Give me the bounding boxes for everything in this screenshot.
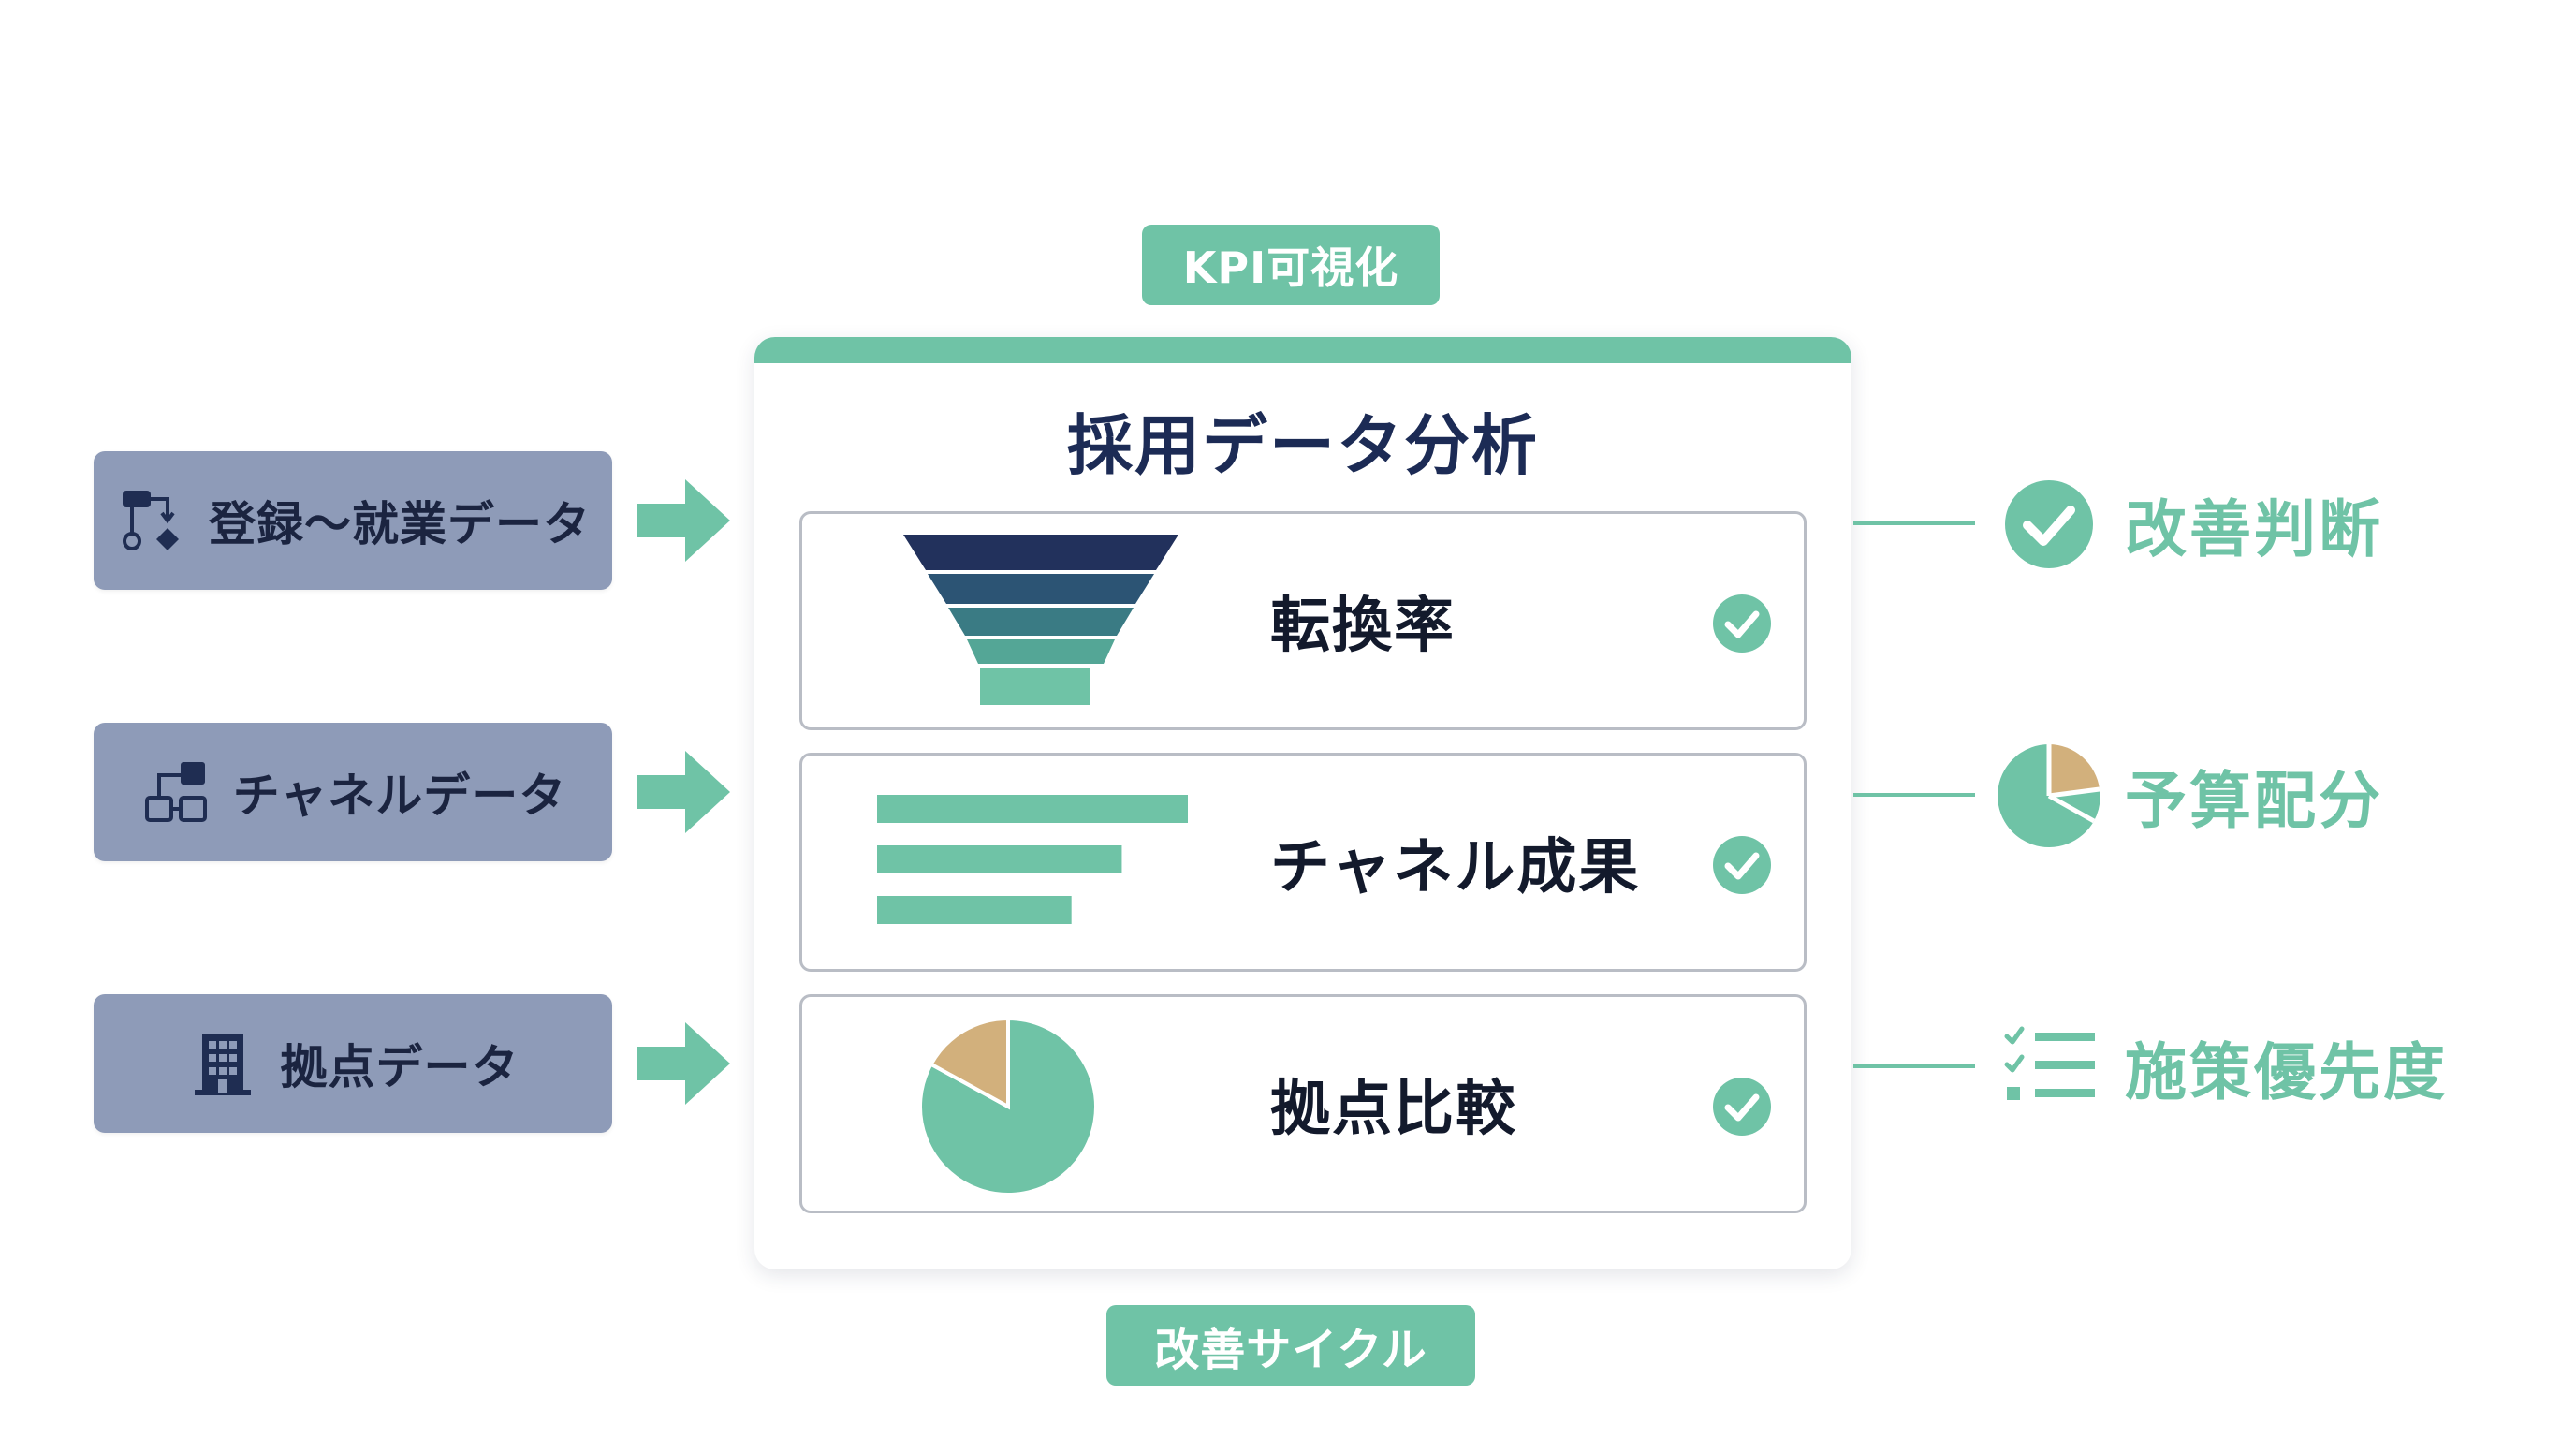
- funnel-layer: [980, 668, 1090, 705]
- source-label: チャネルデータ: [232, 769, 567, 823]
- arrow-right-icon: [637, 751, 730, 833]
- check-circle-icon: [1713, 836, 1771, 894]
- kpi-visualization-tag: KPI可視化: [1142, 225, 1440, 305]
- bar: [877, 845, 1122, 873]
- check-circle-icon: [1713, 594, 1771, 653]
- checklist-icon: [2004, 1026, 2095, 1100]
- funnel-layer: [948, 608, 1134, 636]
- connector-line: [1853, 793, 1975, 797]
- output-label: 施策優先度: [2125, 1036, 2448, 1108]
- arrow-right-icon: [637, 479, 730, 562]
- arrow-right-icon: [637, 1022, 730, 1105]
- improvement-cycle-tag: 改善サイクル: [1106, 1305, 1475, 1386]
- workflow-icon: [123, 491, 179, 550]
- card-location-comparison: 拠点比較: [799, 994, 1807, 1213]
- pie-slice: [928, 1016, 1010, 1110]
- card-title: チャネル成果: [1270, 833, 1641, 902]
- check-circle-icon: [2005, 480, 2093, 568]
- pie-chart: [918, 1016, 1098, 1196]
- funnel-layer: [903, 535, 1178, 570]
- panel-title: 採用データ分析: [1067, 407, 1539, 484]
- output-label: 改善判断: [2125, 493, 2383, 565]
- source-label: 拠点データ: [280, 1040, 520, 1094]
- connector-line: [1853, 521, 1975, 525]
- bar-chart: [877, 795, 1188, 924]
- analysis-panel: 採用データ分析 転換率 チャネル成果 拠点比較: [754, 337, 1852, 1269]
- building-icon: [194, 1034, 251, 1095]
- card-channel-performance: チャネル成果: [799, 753, 1807, 972]
- source-box-channel: チャネルデータ: [94, 723, 612, 861]
- funnel-layer: [967, 639, 1115, 664]
- card-title: 転換率: [1270, 592, 1456, 661]
- network-icon: [144, 762, 207, 822]
- output-label: 予算配分: [2125, 765, 2383, 837]
- panel-accent-bar: [754, 337, 1852, 363]
- funnel-chart-icon: [903, 535, 1178, 705]
- bar: [877, 896, 1072, 924]
- check-circle-icon: [1713, 1078, 1771, 1136]
- connector-line: [1853, 1064, 1975, 1068]
- card-title: 拠点比較: [1270, 1075, 1517, 1144]
- bar: [877, 795, 1188, 823]
- source-label: 登録〜就業データ: [209, 497, 591, 551]
- source-box-location: 拠点データ: [94, 994, 612, 1133]
- funnel-layer: [928, 574, 1154, 604]
- pie-chart-icon: [1998, 744, 2100, 847]
- source-box-registration: 登録〜就業データ: [94, 451, 612, 590]
- card-conversion-rate: 転換率: [799, 511, 1807, 730]
